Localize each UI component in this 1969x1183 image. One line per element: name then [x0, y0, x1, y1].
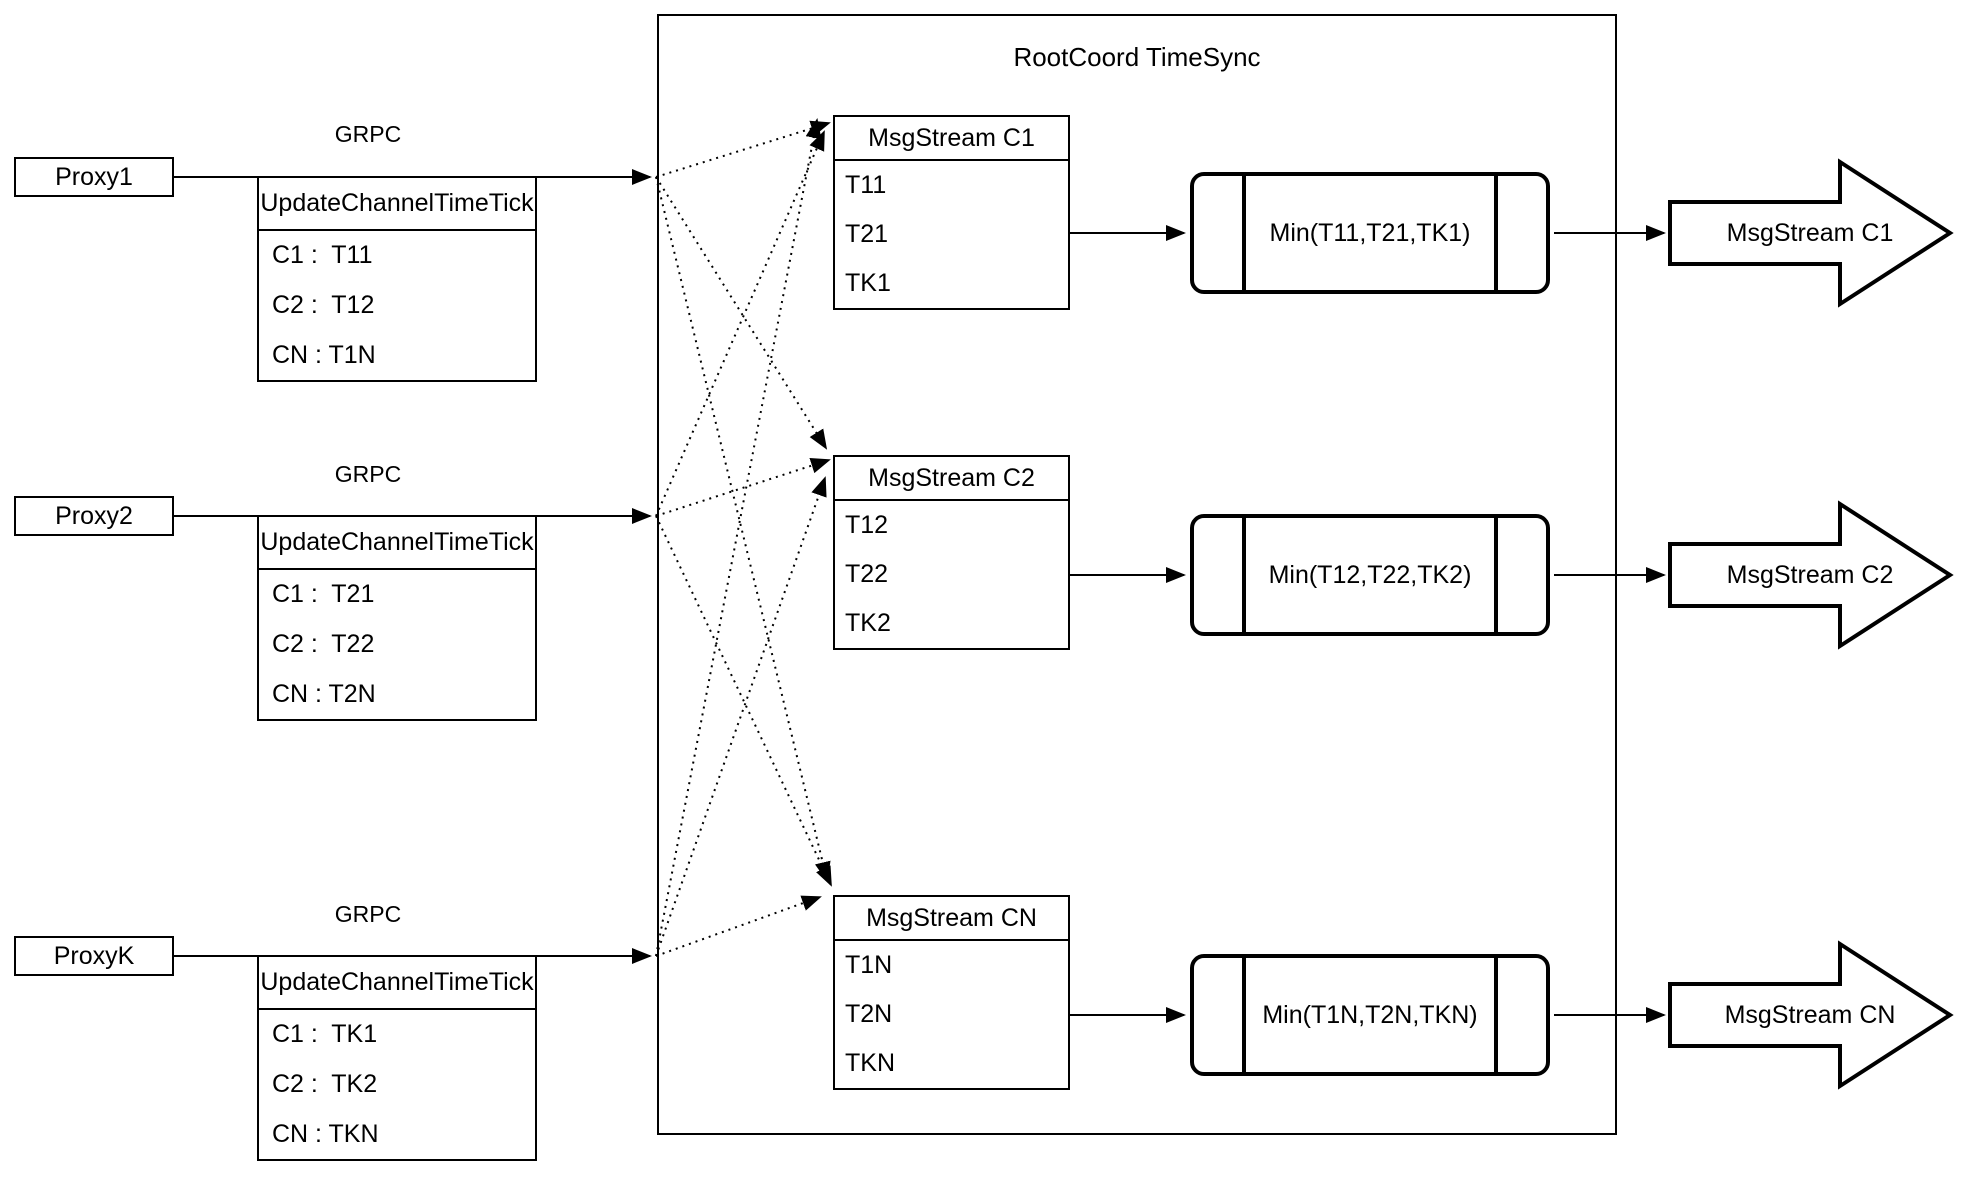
dotted-arrow-proxyk-c1	[655, 118, 822, 957]
tick-row: T1N	[845, 951, 893, 979]
min-process-c2: Min(T12,T22,TK2)	[1190, 514, 1550, 636]
grpc-label-row1: GRPC	[334, 121, 402, 147]
dotted-arrow-proxyk-c2	[655, 476, 827, 957]
min-label: Min(T1N,T2N,TKN)	[1262, 1000, 1478, 1029]
msgstream-table-c2: MsgStream C2 T12 T22 TK2	[833, 455, 1070, 650]
tick-row: TK1	[845, 269, 891, 297]
msgstream-table-header: MsgStream C1	[835, 117, 1068, 161]
timetick-fanout-arrows	[655, 118, 832, 957]
timetick-row: C1 : T11	[272, 241, 373, 270]
grpc-label-row2: GRPC	[334, 461, 402, 487]
output-arrow-shape-cn	[1668, 940, 1954, 1090]
timetick-row: CN : T2N	[272, 679, 376, 708]
proxy-label: Proxy2	[55, 501, 133, 530]
tick-row: T11	[845, 171, 887, 199]
timetick-row: CN : TKN	[272, 1119, 379, 1148]
proxy-box-proxy2: Proxy2	[14, 496, 174, 536]
dotted-arrow-proxy2-c1	[655, 130, 825, 517]
grpc-label-row3: GRPC	[334, 901, 402, 927]
msgstream-table-header: MsgStream CN	[835, 897, 1068, 941]
min-label: Min(T11,T21,TK1)	[1269, 218, 1471, 247]
dotted-arrow-proxy1-c2	[655, 176, 828, 450]
min-to-output-connectors	[1554, 225, 1666, 1023]
timetick-row: C1 : T21	[272, 580, 375, 609]
output-arrow-shape-c1	[1668, 158, 1954, 308]
min-process-c1: Min(T11,T21,TK1)	[1190, 172, 1550, 294]
output-arrow-label-c1: MsgStream C1	[1726, 218, 1894, 247]
tick-row: T2N	[845, 1000, 893, 1028]
timetick-row: C2 : TK2	[272, 1070, 378, 1098]
tick-row: TKN	[845, 1049, 895, 1077]
msgstream-table-cn: MsgStream CN T1N T2N TKN	[833, 895, 1070, 1090]
timetick-table-header: UpdateChannelTimeTick	[259, 957, 535, 1010]
timetick-row: C2 : T12	[272, 291, 375, 319]
proxy-label: ProxyK	[53, 941, 135, 970]
timetick-table-header: UpdateChannelTimeTick	[259, 178, 535, 231]
msgstream-table-header: MsgStream C2	[835, 457, 1068, 501]
dotted-arrow-proxy1-c1	[655, 120, 831, 178]
min-label: Min(T12,T22,TK2)	[1268, 560, 1472, 589]
output-arrow-shape-c2	[1668, 500, 1954, 650]
timetick-table-header: UpdateChannelTimeTick	[259, 517, 535, 570]
min-process-cn: Min(T1N,T2N,TKN)	[1190, 954, 1550, 1076]
output-arrow-label-c2: MsgStream C2	[1726, 560, 1894, 589]
timetick-row: C1 : TK1	[272, 1020, 378, 1049]
timetick-row: CN : T1N	[272, 340, 376, 369]
timetick-row: C2 : T22	[272, 630, 375, 658]
timetick-table-proxyk: UpdateChannelTimeTick C1 : TK1 C2 : TK2 …	[257, 955, 537, 1161]
proxy-label: Proxy1	[55, 162, 133, 191]
proxy-box-proxyk: ProxyK	[14, 936, 174, 976]
proxy-box-proxy1: Proxy1	[14, 157, 174, 197]
tick-row: T12	[845, 511, 889, 539]
output-arrow-label-cn: MsgStream CN	[1724, 1000, 1896, 1029]
dotted-arrow-proxy1-cn	[655, 176, 831, 882]
output-arrows	[1668, 158, 1954, 1090]
stream-to-min-connectors	[1070, 225, 1186, 1023]
tick-row: T22	[845, 560, 889, 588]
msgstream-table-c1: MsgStream C1 T11 T21 TK1	[833, 115, 1070, 310]
rootcoord-title: RootCoord TimeSync	[1013, 42, 1261, 72]
timetick-table-proxy2: UpdateChannelTimeTick C1 : T21 C2 : T22 …	[257, 515, 537, 721]
dotted-arrow-proxyk-cn	[655, 895, 822, 957]
tick-row: TK2	[845, 609, 891, 637]
timetick-table-proxy1: UpdateChannelTimeTick C1 : T11 C2 : T12 …	[257, 176, 537, 382]
tick-row: T21	[845, 220, 889, 248]
dotted-arrow-proxy2-cn	[655, 515, 832, 887]
